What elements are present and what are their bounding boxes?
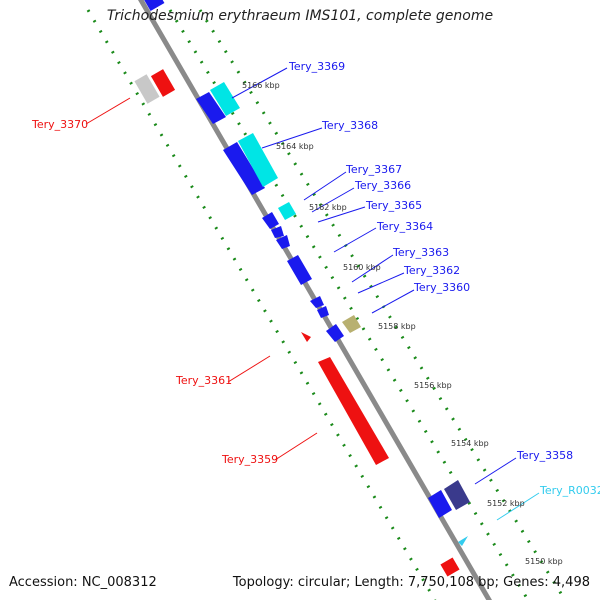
tery-r0032-leader [496,492,540,521]
tick-label: 5152 kbp [487,499,525,508]
gene-tery-3367[interactable] [262,212,279,229]
gene-tery-3361[interactable] [301,332,311,342]
label-tery-3364[interactable]: Tery_3364 [376,220,433,233]
gene-tery-3358-a[interactable] [428,490,452,518]
gene-tery-3362-a[interactable] [310,296,324,308]
tick-label: 5154 kbp [451,439,489,448]
gene-tery-r0032[interactable] [458,536,468,546]
tick-label: 5156 kbp [414,381,452,390]
gene-tery-3362[interactable] [317,306,329,318]
label-tery-3368[interactable]: Tery_3368 [321,119,378,132]
label-tery-3363[interactable]: Tery_3363 [392,246,449,259]
gene-tery-3366[interactable] [278,202,296,220]
label-tery-3359[interactable]: Tery_3359 [221,453,278,466]
gene-tery-3363[interactable] [287,255,312,285]
label-tery-3361[interactable]: Tery_3361 [175,374,232,387]
gene-tery-3359[interactable] [318,357,389,465]
gene-top-partial [143,0,165,12]
gene-tery-3358[interactable] [444,480,470,510]
gene-tery-3369-a[interactable] [196,92,226,124]
forward-leader-lines [231,67,517,485]
gene-bottom-red [440,557,460,577]
forward-gene-labels: Tery_3369 Tery_3368 Tery_3367 Tery_3366 … [288,60,573,462]
label-tery-r0032[interactable]: Tery_R0032 [539,484,600,497]
tick-label: 5164 kbp [276,142,314,151]
reverse-leader-lines [85,97,318,461]
label-tery-3369[interactable]: Tery_3369 [288,60,345,73]
gene-tery-3365[interactable] [271,226,284,238]
gene-tery-3360-a[interactable] [326,324,344,342]
genome-title: Trichodesmium erythraeum IMS101, complet… [106,8,494,24]
label-tery-3360[interactable]: Tery_3360 [413,281,470,294]
label-tery-3370[interactable]: Tery_3370 [31,118,88,131]
tick-label: 5150 kbp [525,557,563,566]
label-tery-3362[interactable]: Tery_3362 [403,264,460,277]
label-tery-3358[interactable]: Tery_3358 [516,449,573,462]
label-tery-3367[interactable]: Tery_3367 [345,163,402,176]
kbp-ticks: 5166 kbp 5164 kbp 5162 kbp 5160 kbp 5158… [242,81,563,566]
reverse-gene-labels: Tery_3370 Tery_3361 Tery_3359 [31,118,278,466]
tick-label: 5158 kbp [378,322,416,331]
gene-tery-3370-grey[interactable] [134,74,160,104]
gene-tery-3369[interactable] [210,82,240,116]
genome-summary: Topology: circular; Length: 7,750,108 bp… [232,575,590,590]
tick-label: 5160 kbp [343,263,381,272]
gene-tery-3360[interactable] [342,315,361,333]
reverse-track-guide [86,9,437,600]
gene-tery-3364[interactable] [276,235,290,249]
label-tery-3366[interactable]: Tery_3366 [354,179,411,192]
tick-label: 5166 kbp [242,81,280,90]
tick-label: 5162 kbp [309,203,347,212]
gene-tery-3370[interactable] [150,69,176,97]
accession-text: Accession: NC_008312 [9,575,157,590]
gene-tery-3368-a[interactable] [223,142,265,195]
label-tery-3365[interactable]: Tery_3365 [365,199,422,212]
gene-tery-3368[interactable] [238,133,278,187]
